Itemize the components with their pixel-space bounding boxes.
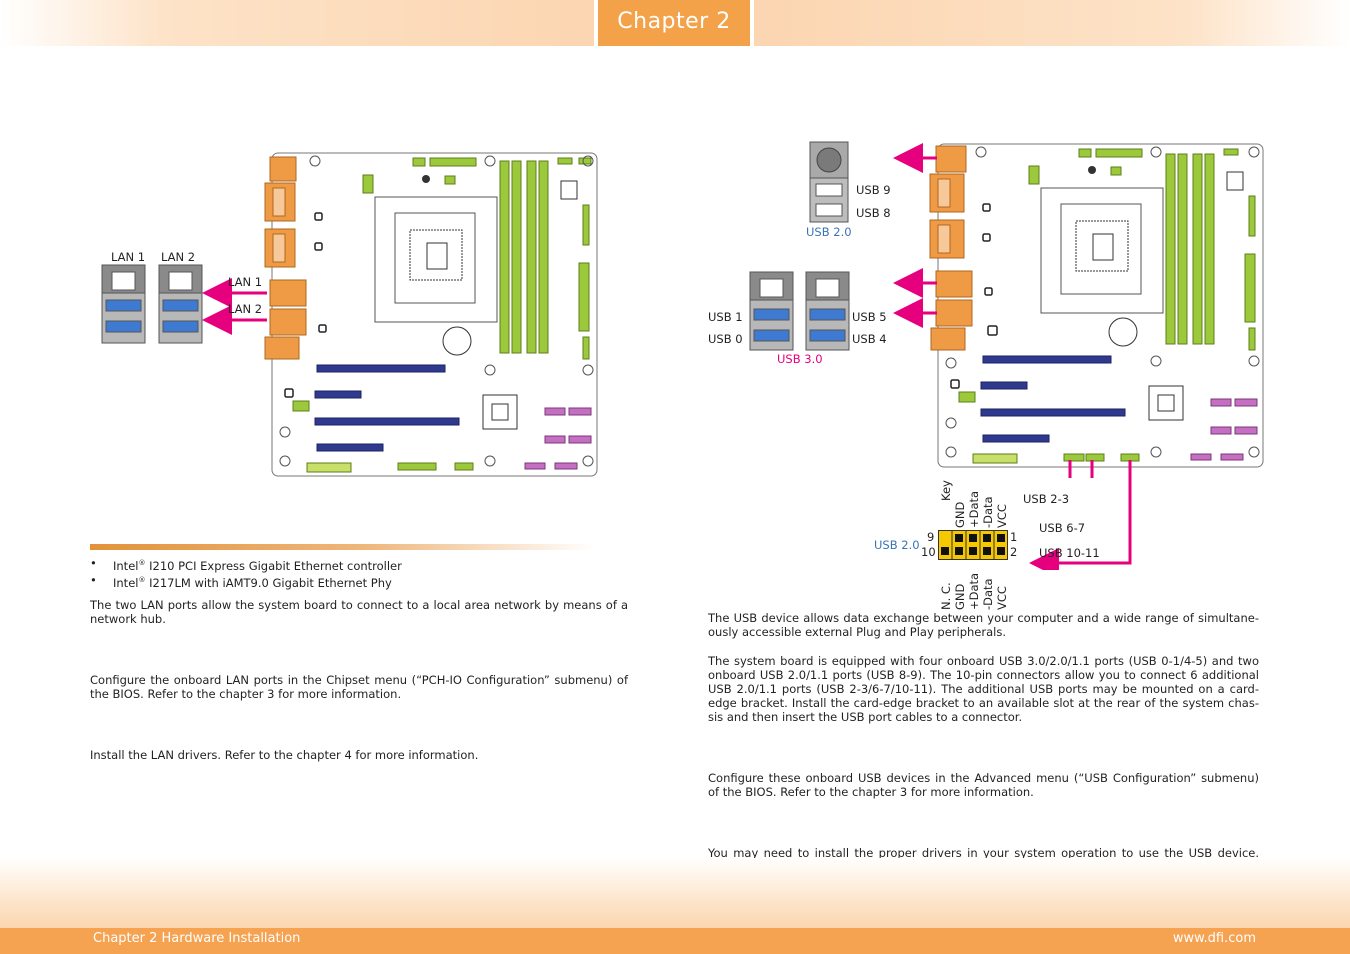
usb-header-arrows [1029,460,1132,570]
pin-10-label: 10 [921,545,936,559]
pin-header-group-label: USB 2.0 [874,538,920,552]
footer-band [0,858,1350,928]
list-item: Intel® I217LM with iAMT9.0 Gigabit Ether… [90,573,610,590]
footer-website-link[interactable]: www.dfi.com [1172,931,1256,946]
lan-bios-note: Configure the onboard LAN ports in the C… [90,673,628,701]
pin-top-key: Key [939,480,953,501]
lan2-arrow-label: LAN 2 [228,302,263,316]
pin-9-label: 9 [927,530,935,544]
pin-top-vcc: VCC [995,504,1009,528]
pin-top-gnd: GND [953,501,967,528]
header-usb1011-label: USB 10-11 [1039,546,1100,560]
usb4-label: USB 4 [852,332,887,346]
header-usb23-label: USB 2-3 [1023,492,1070,506]
lan1-arrow-label: LAN 1 [228,275,263,289]
usb5-label: USB 5 [852,310,887,324]
chapter-tab: Chapter 2 [598,0,750,46]
lan1-port-label: LAN 1 [111,250,146,264]
pin-bottom-gnd: GND [953,583,967,610]
pin-2-label: 2 [1010,545,1018,559]
usb-ports-description: The system board is equipped with four o… [708,654,1259,724]
footer-chapter-title: Chapter 2 Hardware Installation [93,931,301,946]
lan2-port-label: LAN 2 [161,250,196,264]
section-rule [90,544,595,550]
usb20-group-label: USB 2.0 [806,225,852,239]
pin-top-plus-data: +Data [967,490,981,528]
usb-board-diagram [749,141,1264,478]
usb0-label: USB 0 [708,332,743,346]
usb-description: The USB device allows data exchange betw… [708,611,1259,639]
usb-pin-header [938,530,1008,560]
pin-bottom-vcc: VCC [995,586,1009,610]
usb30-group-label: USB 3.0 [777,352,823,366]
lan-description: The two LAN ports allow the system board… [90,598,628,626]
pin-top-minus-data: -Data [981,496,995,528]
lan-features-list: Intel® I210 PCI Express Gigabit Ethernet… [90,556,610,590]
pin-1-label: 1 [1010,530,1018,544]
header-divider [594,0,598,46]
usb9-label: USB 9 [856,183,891,197]
usb-bios-note: Configure these onboard USB devices in t… [708,771,1259,799]
lan-driver-note: Install the LAN drivers. Refer to the ch… [90,748,479,762]
header-usb67-label: USB 6-7 [1039,521,1086,535]
header-divider [750,0,754,46]
usb1-label: USB 1 [708,310,743,324]
usb8-label: USB 8 [856,206,891,220]
lan-board-diagram [101,152,598,477]
pin-bottom-plus-data: +Data [967,572,981,610]
pin-bottom-minus-data: -Data [981,578,995,610]
pin-bottom-nc: N. C. [939,582,953,610]
footer-bar [0,928,1350,954]
list-item: Intel® I210 PCI Express Gigabit Ethernet… [90,556,610,573]
